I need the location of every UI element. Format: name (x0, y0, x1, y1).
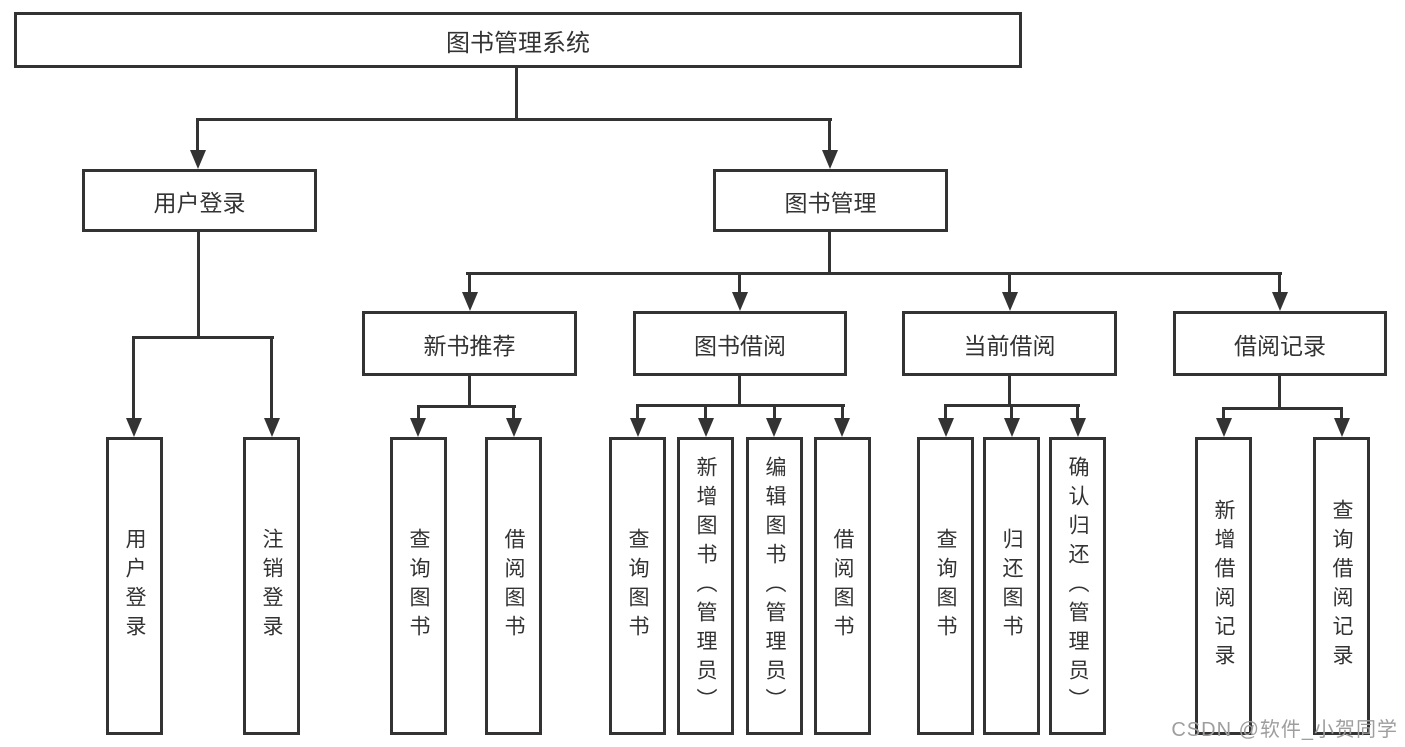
connector-line (1278, 376, 1281, 409)
connector-line (1222, 407, 1225, 420)
connector-line (704, 404, 707, 420)
node-book-management: 图书管理 (713, 169, 948, 232)
arrowhead-icon (410, 418, 426, 437)
connector-line (841, 404, 844, 420)
connector-line (132, 336, 274, 339)
leaf-add-book-admin: 新增图书（管理员） (677, 437, 734, 735)
connector-line (270, 336, 273, 420)
arrowhead-icon (462, 292, 478, 311)
node-user-login: 用户登录 (82, 169, 317, 232)
arrowhead-icon (1216, 418, 1232, 437)
leaf-edit-book-admin: 编辑图书（管理员） (746, 437, 803, 735)
arrowhead-icon (1334, 418, 1350, 437)
leaf-query-book-current: 查询图书 (917, 437, 974, 735)
connector-line (1340, 407, 1343, 420)
leaf-add-borrow-record-label: 新增借阅记录 (1212, 499, 1235, 673)
arrowhead-icon (190, 150, 206, 169)
connector-line (944, 404, 947, 420)
arrowhead-icon (1004, 418, 1020, 437)
node-new-book-recommend: 新书推荐 (362, 311, 577, 376)
arrowhead-icon (938, 418, 954, 437)
arrowhead-icon (732, 292, 748, 311)
connector-line (417, 405, 420, 420)
connector-line (512, 405, 515, 420)
connector-line (773, 404, 776, 420)
node-root: 图书管理系统 (14, 12, 1022, 68)
connector-line (738, 272, 741, 295)
connector-line (636, 404, 639, 420)
connector-line (828, 232, 831, 275)
arrowhead-icon (698, 418, 714, 437)
leaf-return-book-label: 归还图书 (1000, 528, 1023, 644)
leaf-borrow-book-label: 借阅图书 (831, 528, 854, 644)
connector-line (1278, 272, 1281, 295)
connector-line (1008, 272, 1011, 295)
leaf-add-borrow-record: 新增借阅记录 (1195, 437, 1252, 735)
arrowhead-icon (1002, 292, 1018, 311)
node-new-book-recommend-label: 新书推荐 (423, 332, 516, 359)
connector-line (1008, 376, 1011, 406)
leaf-logout: 注销登录 (243, 437, 300, 735)
arrowhead-icon (126, 418, 142, 437)
leaf-query-book-borrow-label: 查询图书 (626, 528, 649, 644)
leaf-confirm-return-admin-label: 确认归还（管理员） (1066, 455, 1089, 717)
node-book-management-label: 图书管理 (784, 189, 877, 216)
leaf-borrow-book: 借阅图书 (814, 437, 871, 735)
connector-line (132, 336, 135, 420)
node-root-label: 图书管理系统 (446, 29, 590, 57)
connector-line (515, 68, 518, 118)
leaf-return-book: 归还图书 (983, 437, 1040, 735)
connector-line (197, 232, 200, 339)
leaf-logout-label: 注销登录 (260, 528, 283, 644)
arrowhead-icon (822, 150, 838, 169)
arrowhead-icon (264, 418, 280, 437)
leaf-user-login-label: 用户登录 (123, 528, 146, 644)
connector-line (468, 376, 471, 407)
node-current-borrow: 当前借阅 (902, 311, 1117, 376)
leaf-query-book-borrow: 查询图书 (609, 437, 666, 735)
connector-line (738, 376, 741, 406)
connector-line (1076, 404, 1079, 420)
leaf-query-book-recommend: 查询图书 (390, 437, 447, 735)
leaf-confirm-return-admin: 确认归还（管理员） (1049, 437, 1106, 735)
arrowhead-icon (1272, 292, 1288, 311)
leaf-edit-book-admin-label: 编辑图书（管理员） (763, 455, 786, 717)
leaf-user-login: 用户登录 (106, 437, 163, 735)
node-user-login-label: 用户登录 (153, 189, 246, 216)
connector-line (1010, 404, 1013, 420)
connector-line (466, 272, 1282, 275)
arrowhead-icon (1070, 418, 1086, 437)
connector-line (196, 118, 832, 121)
leaf-add-book-admin-label: 新增图书（管理员） (694, 455, 717, 717)
connector-line (636, 404, 845, 407)
leaf-query-book-current-label: 查询图书 (934, 528, 957, 644)
leaf-borrow-book-recommend: 借阅图书 (485, 437, 542, 735)
connector-line (1222, 407, 1343, 410)
node-current-borrow-label: 当前借阅 (963, 332, 1056, 359)
node-book-borrow: 图书借阅 (633, 311, 847, 376)
arrowhead-icon (630, 418, 646, 437)
node-borrow-record-label: 借阅记录 (1234, 332, 1326, 359)
arrowhead-icon (766, 418, 782, 437)
connector-line (196, 118, 199, 151)
arrowhead-icon (506, 418, 522, 437)
connector-line (468, 272, 471, 295)
csdn-watermark: CSDN @软件_小贺同学 (1171, 719, 1398, 741)
leaf-query-borrow-record-label: 查询借阅记录 (1330, 499, 1353, 673)
node-borrow-record: 借阅记录 (1173, 311, 1387, 376)
leaf-query-borrow-record: 查询借阅记录 (1313, 437, 1370, 735)
connector-line (417, 405, 516, 408)
connector-line (828, 118, 831, 151)
leaf-borrow-book-recommend-label: 借阅图书 (502, 528, 525, 644)
leaf-query-book-recommend-label: 查询图书 (407, 528, 430, 644)
node-book-borrow-label: 图书借阅 (694, 332, 786, 359)
arrowhead-icon (834, 418, 850, 437)
